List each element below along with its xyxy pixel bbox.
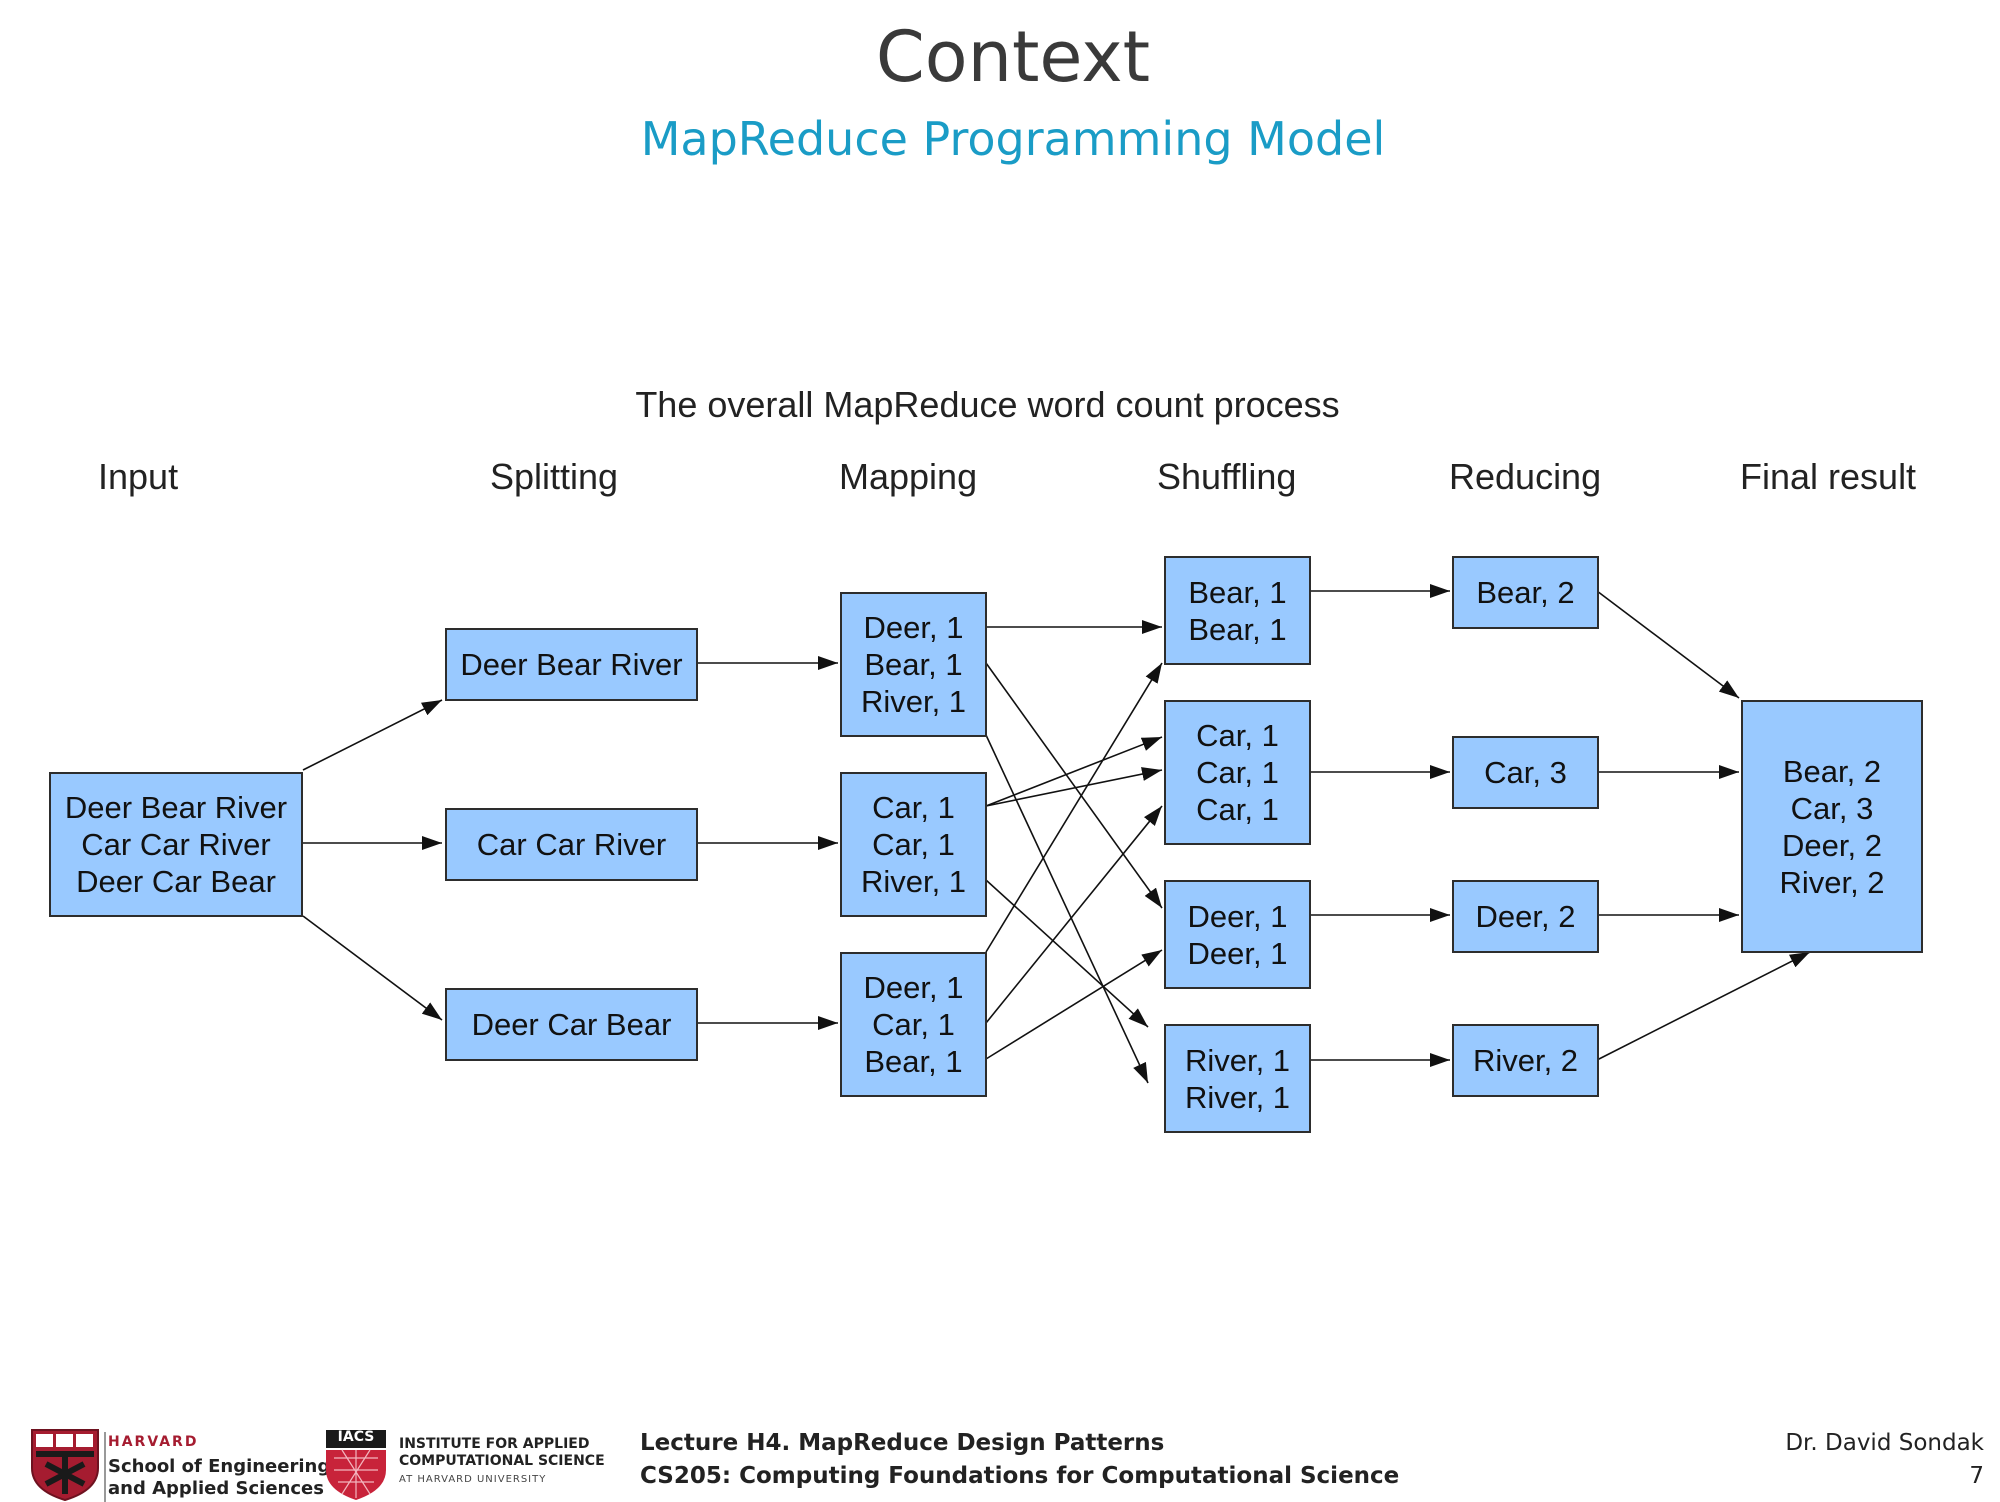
seas-line: School of Engineering bbox=[108, 1456, 331, 1477]
stage-label-mapping: Mapping bbox=[839, 456, 978, 497]
input-box: Deer Bear River Car Car River Deer Car B… bbox=[49, 772, 303, 917]
stage-label-shuffling: Shuffling bbox=[1157, 456, 1297, 497]
harvard-wordmark: HARVARD bbox=[108, 1434, 199, 1450]
map-pair: Bear, 1 bbox=[864, 1044, 963, 1079]
arrow-map3-deer bbox=[985, 662, 1163, 953]
split-box: Deer Bear River bbox=[445, 628, 698, 701]
map-pair: Deer, 1 bbox=[863, 610, 964, 645]
stage-label-input: Input bbox=[98, 456, 179, 497]
shuffle-pair: Car, 1 bbox=[1196, 792, 1279, 827]
map-pair: Bear, 1 bbox=[864, 647, 963, 682]
reduce-result: Bear, 2 bbox=[1476, 575, 1575, 610]
shuffle-box: Car, 1 Car, 1 Car, 1 bbox=[1164, 700, 1311, 845]
final-count: River, 2 bbox=[1779, 864, 1885, 900]
reduce-result: Deer, 2 bbox=[1475, 899, 1576, 934]
arrow-map2-car-a bbox=[985, 736, 1163, 807]
diagram-title: The overall MapReduce word count process bbox=[635, 384, 1340, 425]
iacs-name: INSTITUTE FOR APPLIED COMPUTATIONAL SCIE… bbox=[399, 1436, 605, 1470]
iacs-badge: IACS bbox=[337, 1429, 375, 1445]
arrow-map2-river bbox=[985, 879, 1149, 1028]
shuffle-pair: Deer, 1 bbox=[1187, 935, 1288, 971]
arrow-map3-car bbox=[985, 805, 1163, 1024]
arrow-input-split3 bbox=[302, 915, 443, 1021]
iacs-line: INSTITUTE FOR APPLIED bbox=[399, 1436, 590, 1452]
arrow-reduce-river-final bbox=[1596, 951, 1811, 1061]
final-count: Bear, 2 bbox=[1782, 753, 1882, 789]
slide-subtitle: MapReduce Programming Model bbox=[640, 112, 1386, 166]
course-title: CS205: Computing Foundations for Computa… bbox=[640, 1463, 1400, 1489]
shuffle-box: River, 1 River, 1 bbox=[1164, 1024, 1311, 1133]
split-box: Car Car River bbox=[445, 808, 698, 881]
iacs-line: COMPUTATIONAL SCIENCE bbox=[399, 1453, 605, 1469]
shuffle-pair: River, 1 bbox=[1184, 1079, 1291, 1115]
map-pair: River, 1 bbox=[860, 864, 967, 899]
author-name: Dr. David Sondak bbox=[1785, 1430, 1984, 1456]
arrow-input-split1 bbox=[302, 699, 443, 771]
arrow-reduce-bear-final bbox=[1596, 590, 1740, 699]
slide-title: Context bbox=[875, 16, 1151, 98]
shuffle-pair: Bear, 1 bbox=[1188, 574, 1287, 610]
map-pair: Car, 1 bbox=[872, 1007, 955, 1042]
shuffle-pair: River, 1 bbox=[1184, 1042, 1291, 1078]
shuffle-pair: Bear, 1 bbox=[1188, 611, 1287, 647]
split-box: Deer Car Bear bbox=[445, 988, 698, 1061]
shuffle-box: Bear, 1 Bear, 1 bbox=[1164, 556, 1311, 665]
iacs-affiliation: AT HARVARD UNIVERSITY bbox=[399, 1474, 547, 1485]
shuffle-pair: Car, 1 bbox=[1196, 718, 1279, 753]
shuffle-pair: Car, 1 bbox=[1196, 755, 1279, 790]
input-line: Deer Car Bear bbox=[76, 864, 276, 899]
reduce-result: Car, 3 bbox=[1484, 755, 1567, 790]
input-line: Car Car River bbox=[81, 827, 271, 862]
stage-label-final-result: Final result bbox=[1740, 456, 1917, 497]
stage-label-splitting: Splitting bbox=[490, 456, 619, 497]
final-count: Deer, 2 bbox=[1782, 827, 1882, 863]
map-pair: Car, 1 bbox=[872, 827, 955, 862]
arrow-map1-river bbox=[985, 734, 1149, 1084]
split-text: Deer Car Bear bbox=[471, 1007, 672, 1042]
iacs-logo-icon bbox=[326, 1430, 386, 1500]
map-box: Deer, 1 Car, 1 Bear, 1 bbox=[840, 952, 987, 1097]
seas-name: School of Engineering and Applied Scienc… bbox=[108, 1456, 330, 1500]
stage-label-reducing: Reducing bbox=[1449, 456, 1602, 497]
reduce-result: River, 2 bbox=[1472, 1043, 1579, 1078]
arrow-map1-deer bbox=[985, 662, 1163, 909]
map-box: Deer, 1 Bear, 1 River, 1 bbox=[840, 592, 987, 737]
map-pair: Car, 1 bbox=[872, 790, 955, 825]
arrow-map3-bear bbox=[985, 949, 1163, 1060]
lecture-title: Lecture H4. MapReduce Design Patterns bbox=[640, 1430, 1165, 1456]
reduce-box: Car, 3 bbox=[1452, 736, 1599, 809]
map-box: Car, 1 Car, 1 River, 1 bbox=[840, 772, 987, 917]
split-text: Deer Bear River bbox=[460, 647, 683, 682]
page-number: 7 bbox=[1969, 1463, 1984, 1489]
final-result-box: Bear, 2 Car, 3 Deer, 2 River, 2 bbox=[1741, 700, 1923, 953]
reduce-box: River, 2 bbox=[1452, 1024, 1599, 1097]
shuffle-box: Deer, 1 Deer, 1 bbox=[1164, 880, 1311, 989]
seas-line: and Applied Sciences bbox=[108, 1478, 324, 1499]
map-pair: River, 1 bbox=[860, 684, 967, 719]
reduce-box: Deer, 2 bbox=[1452, 880, 1599, 953]
split-text: Car Car River bbox=[476, 827, 667, 862]
final-count: Car, 3 bbox=[1790, 790, 1874, 826]
shuffle-pair: Deer, 1 bbox=[1187, 898, 1288, 934]
harvard-shield-icon bbox=[31, 1429, 99, 1502]
logo-divider bbox=[104, 1432, 106, 1502]
reduce-box: Bear, 2 bbox=[1452, 556, 1599, 629]
map-pair: Deer, 1 bbox=[863, 970, 964, 1005]
input-line: Deer Bear River bbox=[64, 790, 288, 825]
arrow-map2-car-b bbox=[985, 767, 1163, 807]
